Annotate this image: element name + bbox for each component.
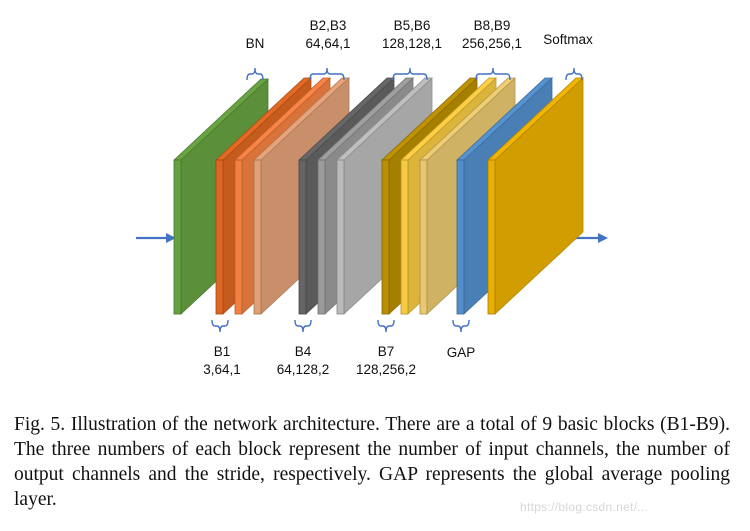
bottom-brace-b7	[377, 319, 395, 333]
top-label-bn: BN	[246, 36, 265, 51]
top-label-softmax: Softmax	[543, 32, 593, 47]
bottom-label-b4-line-0: B4	[295, 344, 312, 359]
bottom-label-b1-line-0: B1	[214, 344, 231, 359]
top-brace-softmax	[565, 67, 583, 81]
bottom-brace-b4	[294, 319, 312, 333]
top-label-b2b3-line-1: 64,64,1	[305, 36, 350, 51]
top-label-softmax-line-0: Softmax	[543, 32, 593, 47]
watermark: https://blog.csdn.net/...	[520, 500, 649, 514]
top-label-b8b9: B8,B9 256,256,1	[462, 18, 522, 51]
top-brace-b2b3	[309, 67, 345, 81]
bottom-label-b7: B7 128,256,2	[356, 344, 416, 377]
bottom-brace-b1	[211, 319, 229, 333]
bottom-label-b4: B4 64,128,2	[277, 344, 330, 377]
top-label-b8b9-line-0: B8,B9	[474, 18, 511, 33]
top-label-bn-line-0: BN	[246, 36, 265, 51]
bottom-label-gap: GAP	[447, 345, 476, 360]
top-label-b8b9-line-1: 256,256,1	[462, 36, 522, 51]
bottom-label-b7-line-1: 128,256,2	[356, 362, 416, 377]
bottom-label-b1-line-1: 3,64,1	[203, 362, 241, 377]
input-arrow	[136, 233, 176, 243]
top-brace-bn	[246, 67, 264, 81]
top-brace-b5b6	[392, 67, 428, 81]
top-label-b2b3-line-0: B2,B3	[310, 18, 347, 33]
bottom-label-b7-line-0: B7	[378, 344, 395, 359]
network-diagram: BN B2,B3 64,64,1 B5,B6 128,128,1 B8,B9 256,256…	[136, 18, 608, 377]
top-label-b2b3: B2,B3 64,64,1	[305, 18, 350, 51]
bottom-label-b4-line-1: 64,128,2	[277, 362, 330, 377]
top-label-b5b6-line-1: 128,128,1	[382, 36, 442, 51]
top-label-b5b6-line-0: B5,B6	[394, 18, 431, 33]
bottom-brace-gap	[452, 319, 470, 333]
bottom-label-b1: B1 3,64,1	[203, 344, 241, 377]
bottom-label-gap-line-0: GAP	[447, 345, 476, 360]
layer-softmax	[486, 77, 585, 315]
top-label-b5b6: B5,B6 128,128,1	[382, 18, 442, 51]
figure-caption: Fig. 5. Illustration of the network arch…	[14, 414, 730, 510]
top-brace-b8b9	[475, 67, 511, 81]
